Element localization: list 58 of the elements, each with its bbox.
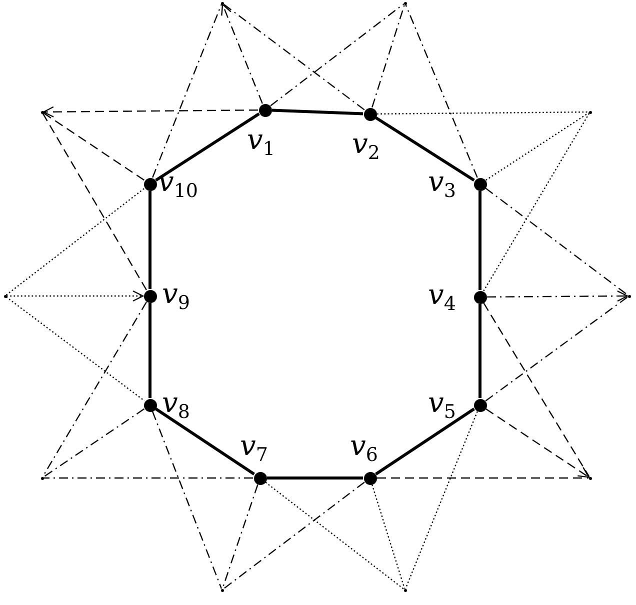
connector-line xyxy=(372,484,406,589)
end-point xyxy=(220,588,224,592)
connector-line xyxy=(377,477,588,479)
connector-line xyxy=(372,4,406,108)
vertex-label: v$_{5}$ xyxy=(428,387,456,419)
connector-line xyxy=(222,3,365,110)
end-point xyxy=(628,294,630,298)
end-point xyxy=(404,2,406,4)
end-point xyxy=(588,476,592,480)
end-point xyxy=(220,2,224,4)
arrow xyxy=(487,290,628,302)
connector-line xyxy=(478,304,482,398)
arrow xyxy=(221,4,263,104)
connector-line xyxy=(155,408,255,476)
connector-line xyxy=(152,411,222,589)
connector-line xyxy=(44,477,253,479)
connector-line xyxy=(483,302,590,478)
connector-line xyxy=(405,4,478,178)
end-point xyxy=(588,110,592,114)
connector-line xyxy=(265,482,404,590)
connector-line xyxy=(267,476,363,480)
connector-line xyxy=(272,108,364,116)
arrow xyxy=(6,290,144,302)
connector-line xyxy=(483,112,590,292)
connector-line xyxy=(6,296,145,402)
vertex-label: v$_{2}$ xyxy=(352,128,380,160)
connector-line xyxy=(42,408,145,478)
connector-line xyxy=(148,191,152,289)
arrow xyxy=(42,106,258,118)
connector-line xyxy=(486,112,590,181)
vertex-label: v$_{9}$ xyxy=(162,278,190,310)
connector-line xyxy=(42,112,144,181)
connector-line xyxy=(270,3,404,106)
vertex-label: v$_{3}$ xyxy=(428,166,456,198)
connector-line xyxy=(377,111,588,115)
connector-line xyxy=(152,4,222,178)
connector-line xyxy=(375,408,475,476)
vertex-label: v$_{8}$ xyxy=(162,387,190,419)
connector-line xyxy=(405,411,478,589)
connector-line xyxy=(155,112,260,182)
end-point xyxy=(40,110,44,114)
connector-line xyxy=(6,188,145,296)
vertex-label: v$_{6}$ xyxy=(350,430,378,462)
vertex-label: v$_{7}$ xyxy=(240,430,268,462)
connector-line xyxy=(478,191,482,290)
vertex-label: v$_{1}$ xyxy=(247,124,275,156)
connector-line xyxy=(375,116,475,182)
connector-line xyxy=(222,484,258,589)
end-point xyxy=(4,294,6,298)
connector-line xyxy=(485,296,628,402)
connector-line xyxy=(222,482,365,590)
end-point xyxy=(404,588,406,592)
connector-line xyxy=(148,303,152,398)
end-point xyxy=(40,476,44,480)
connector-line xyxy=(42,113,147,290)
arrow xyxy=(486,408,590,478)
connector-line xyxy=(485,188,628,296)
vertex-label: v$_{4}$ xyxy=(428,279,456,311)
